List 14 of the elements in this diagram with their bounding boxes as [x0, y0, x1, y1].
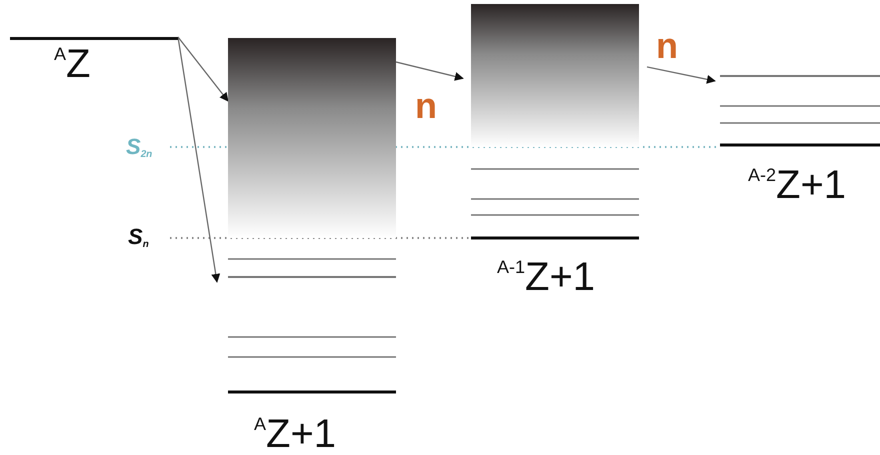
- energy-level-line: [720, 75, 880, 77]
- continuum-region: [228, 38, 396, 238]
- arrow: [646, 66, 716, 84]
- arrow: [178, 36, 229, 102]
- nucleus-label: $^{A-1}$Z+1: [497, 257, 596, 297]
- nucleus-label: $^{A-2}$Z+1: [748, 165, 846, 205]
- arrow: [177, 36, 220, 283]
- threshold-label: S$_{2n}$: [126, 136, 152, 158]
- threshold-label: S$_{n}$: [128, 226, 149, 248]
- nucleus-label: $^{A}$Z+1: [254, 414, 336, 454]
- continuum-region: [471, 4, 639, 147]
- energy-level-line: [228, 276, 396, 278]
- arrow: [396, 61, 464, 81]
- nucleus-label: $^{A}$Z: [54, 44, 90, 84]
